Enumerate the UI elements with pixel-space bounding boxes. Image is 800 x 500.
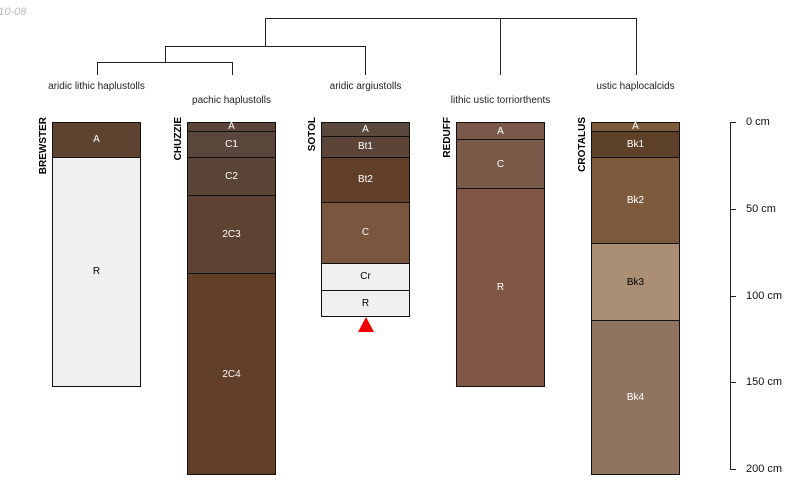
taxonomy-label: lithic ustic torriorthents xyxy=(450,95,551,106)
horizon-label: A xyxy=(362,123,369,135)
axis-tick-label: 150 cm xyxy=(746,376,783,389)
horizon: C xyxy=(321,201,410,264)
horizon-label: Cr xyxy=(360,271,371,283)
horizon-label: A xyxy=(497,125,504,137)
profile-name: CROTALUS xyxy=(577,117,588,172)
dendrogram-branch xyxy=(500,18,501,75)
axis-tick-label: 0 cm xyxy=(746,116,770,128)
horizon: A xyxy=(52,122,141,158)
horizon-label: Bt1 xyxy=(357,141,373,153)
profile-name: BREWSTER xyxy=(38,117,49,175)
dendrogram-branch xyxy=(232,62,233,75)
horizon-label: R xyxy=(496,281,505,293)
horizon-label: A xyxy=(632,121,639,133)
horizon: A xyxy=(456,122,545,141)
horizon-label: Bk2 xyxy=(626,195,645,207)
horizon: C1 xyxy=(187,130,276,158)
horizon-label: R xyxy=(361,298,370,310)
horizon-label: 2C3 xyxy=(222,228,241,240)
horizon-label: Bk4 xyxy=(626,391,645,403)
horizon-label: A xyxy=(93,134,100,146)
dendrogram-branch xyxy=(165,46,366,47)
axis-tick xyxy=(730,469,736,470)
horizon: A xyxy=(321,122,410,137)
horizon: 2C4 xyxy=(187,272,276,476)
bedrock-marker-icon xyxy=(357,317,374,333)
horizon-label: C xyxy=(496,158,505,170)
horizon-label: Bt2 xyxy=(357,174,373,186)
horizon: R xyxy=(456,187,545,387)
horizon: Bt2 xyxy=(321,156,410,203)
horizon-label: C1 xyxy=(225,138,238,150)
axis-tick-label: 200 cm xyxy=(746,463,783,475)
horizon: Cr xyxy=(321,262,410,292)
horizon: R xyxy=(52,156,141,387)
horizon: Bk4 xyxy=(591,319,680,476)
horizon: 2C3 xyxy=(187,194,276,274)
horizon: Bk1 xyxy=(591,130,680,158)
horizon: Bk3 xyxy=(591,243,680,321)
axis-tick xyxy=(730,382,736,384)
date-stamp: 2010-08 xyxy=(0,6,27,18)
axis-tick xyxy=(730,295,736,297)
dendrogram-branch xyxy=(165,46,166,63)
axis-tick xyxy=(730,208,736,210)
horizon: Bt1 xyxy=(321,135,410,158)
dendrogram-branch xyxy=(265,18,637,19)
profile-name: SOTOL xyxy=(307,117,318,152)
taxonomy-label: aridic lithic haplustolls xyxy=(48,81,145,92)
horizon-label: Bk1 xyxy=(626,138,645,150)
profile-name: CHUZZIE xyxy=(173,117,184,161)
horizon: C xyxy=(456,139,545,189)
dendrogram-branch xyxy=(97,62,233,63)
horizon-label: R xyxy=(92,266,101,278)
axis-tick xyxy=(730,122,736,123)
dendrogram-branch xyxy=(636,18,637,75)
horizon-label: Bk3 xyxy=(626,276,645,288)
dendrogram-branch xyxy=(97,62,98,75)
horizon-label: A xyxy=(228,121,235,133)
horizon: C2 xyxy=(187,156,276,196)
horizon: Bk2 xyxy=(591,156,680,245)
horizon-label: 2C4 xyxy=(222,368,241,380)
axis-tick-label: 100 cm xyxy=(746,289,783,302)
taxonomy-label: pachic haplustolls xyxy=(192,95,271,106)
horizon: R xyxy=(321,290,410,318)
dendrogram-branch xyxy=(365,46,366,75)
profile-name: REDUFF xyxy=(442,117,453,158)
dendrogram-branch xyxy=(265,18,266,47)
horizon-label: C2 xyxy=(225,170,238,182)
horizon-label: C xyxy=(361,227,370,239)
taxonomy-label: aridic argiustolls xyxy=(329,81,402,92)
axis-tick-label: 50 cm xyxy=(746,202,776,215)
taxonomy-label: ustic haplocalcids xyxy=(596,81,675,92)
